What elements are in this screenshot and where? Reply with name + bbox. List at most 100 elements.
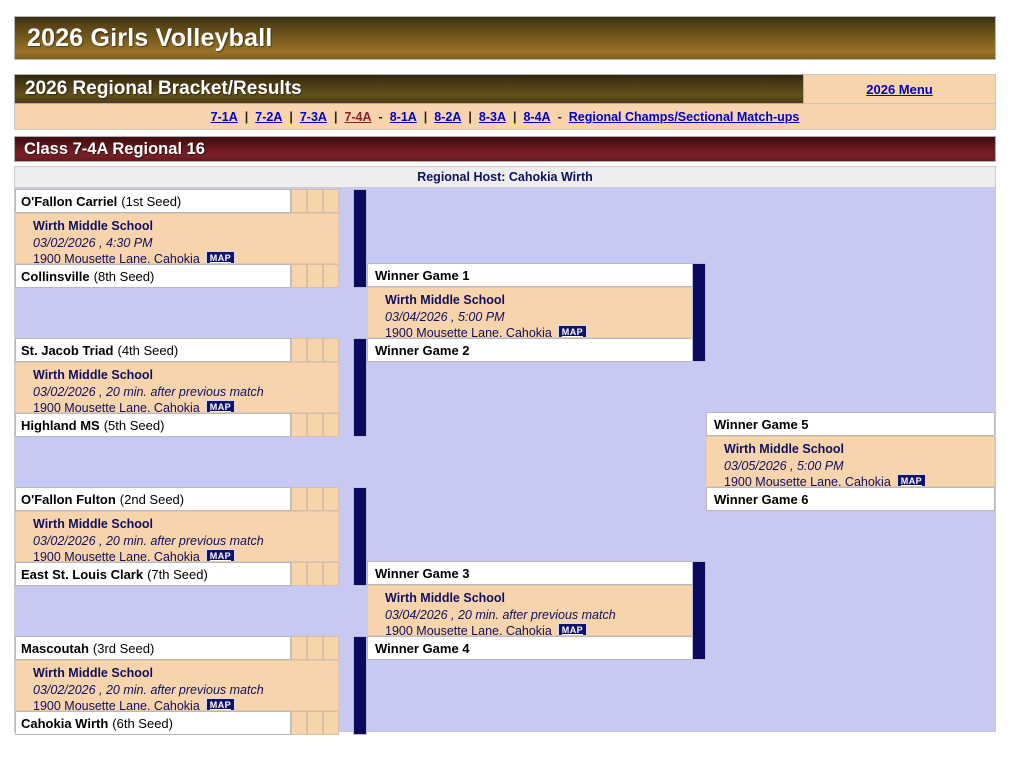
score-cell[interactable] bbox=[307, 189, 323, 213]
team-seed: (7th Seed) bbox=[147, 566, 208, 582]
nav-link-7-4a[interactable]: 7-4A bbox=[344, 109, 372, 124]
subheader-title: 2026 Regional Bracket/Results bbox=[14, 74, 804, 104]
winner-slot-row[interactable]: Winner Game 3 bbox=[367, 561, 699, 585]
team-row[interactable]: East St. Louis Clark(7th Seed) bbox=[15, 562, 291, 586]
score-cell[interactable] bbox=[291, 189, 307, 213]
match-info-box: Wirth Middle School 03/02/2026 , 20 min. … bbox=[15, 362, 339, 413]
nav-separator: | bbox=[512, 109, 517, 124]
match-datetime: 03/04/2026 , 5:00 PM bbox=[385, 309, 505, 324]
bracket-connector bbox=[353, 189, 367, 288]
menu-link-2026-menu[interactable]: 2026 Menu bbox=[866, 81, 933, 97]
nav-link-7-1a[interactable]: 7-1A bbox=[210, 109, 238, 124]
team-name: East St. Louis Clark bbox=[21, 566, 144, 582]
score-cell[interactable] bbox=[307, 413, 323, 437]
match-venue: Wirth Middle School bbox=[33, 368, 154, 382]
match-datetime: 03/02/2026 , 4:30 PM bbox=[33, 235, 153, 250]
team-name: Collinsville bbox=[21, 268, 90, 284]
map-icon[interactable]: MAP bbox=[896, 474, 926, 486]
nav-separator: | bbox=[468, 109, 472, 124]
class-nav-strip: 7-1A|7-2A|7-3A|7-4A-8-1A|8-2A|8-3A|8-4A-… bbox=[14, 104, 996, 130]
bracket-connector bbox=[353, 487, 367, 586]
team-row[interactable]: Collinsville(8th Seed) bbox=[15, 264, 291, 288]
nav-separator: | bbox=[423, 109, 428, 124]
score-cell[interactable] bbox=[307, 264, 323, 288]
nav-link-regional-champs-sectional-match-ups[interactable]: Regional Champs/Sectional Match-ups bbox=[568, 109, 800, 124]
team-row[interactable]: Mascoutah(3rd Seed) bbox=[15, 636, 291, 660]
score-cell[interactable] bbox=[307, 636, 323, 660]
score-cell[interactable] bbox=[323, 189, 339, 213]
score-cell[interactable] bbox=[307, 562, 323, 586]
score-cell[interactable] bbox=[323, 711, 339, 735]
class-header: Class 7-4A Regional 16 bbox=[14, 136, 996, 162]
match-datetime: 03/02/2026 , 20 min. after previous matc… bbox=[33, 384, 264, 399]
map-icon[interactable]: MAP bbox=[205, 698, 235, 710]
score-cell[interactable] bbox=[323, 487, 339, 511]
score-cell[interactable] bbox=[307, 711, 323, 735]
team-name: Highland MS bbox=[21, 417, 100, 433]
map-icon[interactable]: MAP bbox=[205, 251, 235, 263]
score-cell[interactable] bbox=[323, 413, 339, 437]
winner-slot-row[interactable]: Winner Game 2 bbox=[367, 338, 699, 362]
bracket-container: O'Fallon Carriel(1st Seed)Wirth Middle S… bbox=[14, 188, 996, 735]
score-cell[interactable] bbox=[307, 487, 323, 511]
score-cell[interactable] bbox=[323, 562, 339, 586]
score-cell[interactable] bbox=[291, 487, 307, 511]
winner-slot-label: Winner Game 4 bbox=[375, 640, 470, 656]
match-venue: Wirth Middle School bbox=[724, 442, 845, 456]
score-cell[interactable] bbox=[291, 264, 307, 288]
score-cell[interactable] bbox=[307, 338, 323, 362]
map-icon[interactable]: MAP bbox=[557, 325, 587, 337]
map-icon[interactable]: MAP bbox=[205, 549, 235, 561]
score-cell[interactable] bbox=[323, 338, 339, 362]
nav-link-8-4a[interactable]: 8-4A bbox=[523, 109, 551, 124]
team-name: St. Jacob Triad bbox=[21, 342, 114, 358]
score-cell[interactable] bbox=[291, 711, 307, 735]
bracket-connector bbox=[692, 561, 706, 660]
score-cell[interactable] bbox=[291, 636, 307, 660]
match-venue: Wirth Middle School bbox=[33, 666, 154, 680]
match-venue: Wirth Middle School bbox=[33, 517, 154, 531]
nav-link-8-3a[interactable]: 8-3A bbox=[478, 109, 506, 124]
score-cell[interactable] bbox=[323, 636, 339, 660]
score-cell[interactable] bbox=[323, 264, 339, 288]
team-seed: (8th Seed) bbox=[93, 268, 155, 284]
nav-link-7-2a[interactable]: 7-2A bbox=[255, 109, 283, 124]
nav-link-8-1a[interactable]: 8-1A bbox=[389, 109, 417, 124]
match-datetime: 03/02/2026 , 20 min. after previous matc… bbox=[33, 533, 264, 548]
winner-slot-row[interactable]: Winner Game 1 bbox=[367, 263, 699, 287]
match-venue: Wirth Middle School bbox=[385, 591, 506, 605]
score-cell[interactable] bbox=[291, 413, 307, 437]
team-seed: (6th Seed) bbox=[112, 715, 173, 731]
winner-slot-row[interactable]: Winner Game 5 bbox=[706, 412, 995, 436]
team-row[interactable]: St. Jacob Triad(4th Seed) bbox=[15, 338, 291, 362]
score-cell[interactable] bbox=[291, 338, 307, 362]
map-icon[interactable]: MAP bbox=[557, 623, 587, 635]
nav-link-7-3a[interactable]: 7-3A bbox=[299, 109, 327, 124]
nav-link-8-2a[interactable]: 8-2A bbox=[434, 109, 462, 124]
team-row[interactable]: O'Fallon Fulton(2nd Seed) bbox=[15, 487, 291, 511]
team-name: Cahokia Wirth bbox=[21, 715, 109, 731]
nav-separator: | bbox=[333, 109, 338, 124]
subheader-title-label: 2026 Regional Bracket/Results bbox=[25, 78, 302, 99]
score-cell[interactable] bbox=[291, 562, 307, 586]
team-row[interactable]: O'Fallon Carriel(1st Seed) bbox=[15, 189, 291, 213]
team-seed: (1st Seed) bbox=[121, 193, 182, 209]
map-icon[interactable]: MAP bbox=[205, 400, 235, 412]
winner-slot-row[interactable]: Winner Game 6 bbox=[706, 487, 995, 511]
team-row[interactable]: Highland MS(5th Seed) bbox=[15, 413, 291, 437]
winner-slot-row[interactable]: Winner Game 4 bbox=[367, 636, 699, 660]
match-venue: Wirth Middle School bbox=[385, 293, 506, 307]
subheader: 2026 Regional Bracket/Results 2026 Menu bbox=[14, 74, 996, 104]
team-row[interactable]: Cahokia Wirth(6th Seed) bbox=[15, 711, 291, 735]
team-seed: (5th Seed) bbox=[103, 417, 165, 433]
